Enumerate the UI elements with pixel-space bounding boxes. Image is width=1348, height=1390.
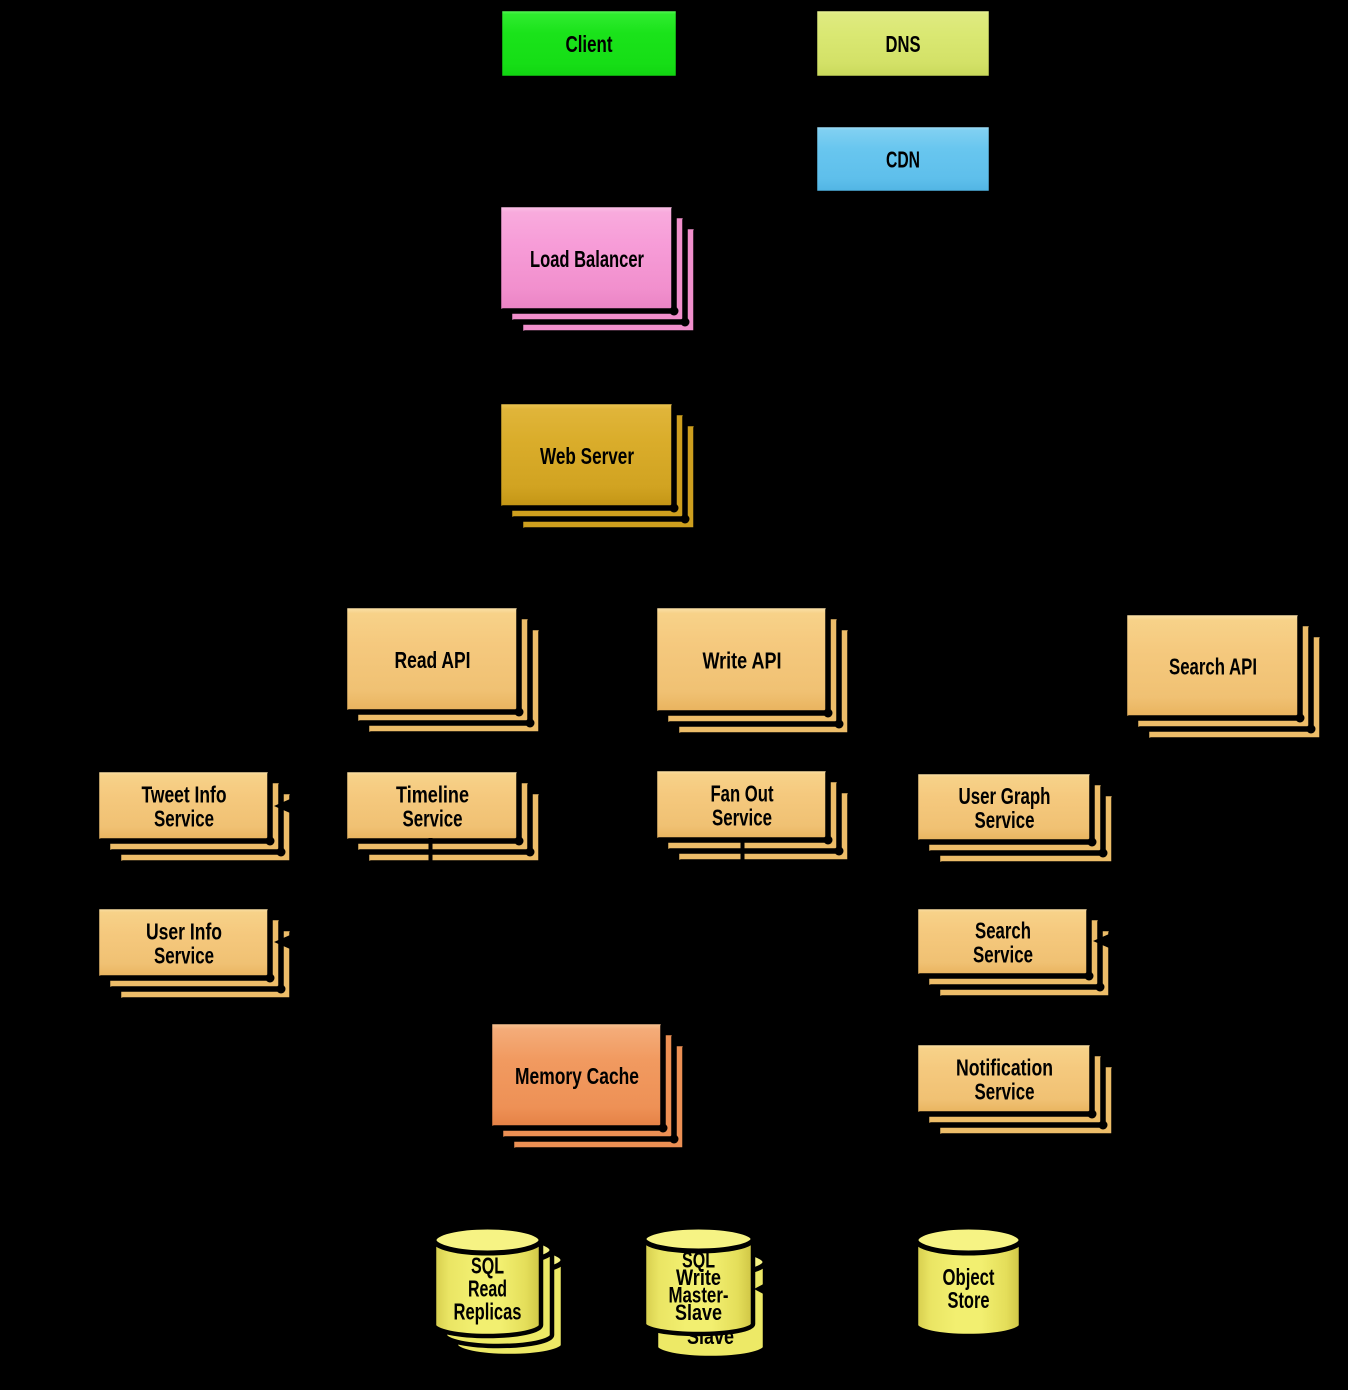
- svg-text:CDN: CDN: [886, 146, 920, 172]
- svg-text:Load Balancer: Load Balancer: [530, 246, 644, 272]
- svg-text:Write: Write: [676, 1265, 721, 1290]
- svg-text:Client: Client: [566, 31, 613, 57]
- svg-text:Replicas: Replicas: [454, 1298, 522, 1324]
- svg-text:Slave: Slave: [675, 1300, 722, 1325]
- svg-text:Timeline: Timeline: [396, 781, 469, 807]
- svg-text:Read: Read: [468, 1275, 507, 1301]
- svg-text:Service: Service: [403, 805, 463, 831]
- svg-text:Service: Service: [975, 1078, 1035, 1104]
- svg-text:Master-: Master-: [669, 1283, 729, 1308]
- svg-text:Service: Service: [712, 804, 772, 830]
- svg-text:Object: Object: [943, 1264, 995, 1290]
- svg-text:Web Server: Web Server: [540, 443, 634, 469]
- svg-text:User Graph: User Graph: [959, 783, 1051, 809]
- svg-text:Memory Cache: Memory Cache: [515, 1063, 639, 1089]
- svg-text:Service: Service: [975, 807, 1035, 833]
- svg-text:DNS: DNS: [886, 31, 921, 57]
- svg-text:SQL: SQL: [471, 1252, 504, 1278]
- svg-text:Read API: Read API: [395, 647, 471, 673]
- svg-text:Write API: Write API: [703, 647, 782, 673]
- svg-text:Tweet Info: Tweet Info: [142, 781, 227, 807]
- svg-text:User Info: User Info: [146, 918, 222, 944]
- svg-text:Service: Service: [973, 941, 1033, 967]
- svg-text:Notification: Notification: [956, 1054, 1053, 1080]
- svg-text:SQL: SQL: [682, 1248, 715, 1273]
- svg-text:Search API: Search API: [1169, 653, 1257, 679]
- svg-text:Search: Search: [975, 917, 1031, 943]
- svg-text:Store: Store: [948, 1287, 990, 1313]
- svg-text:Service: Service: [154, 942, 214, 968]
- svg-text:Service: Service: [154, 805, 214, 831]
- svg-text:Fan Out: Fan Out: [711, 780, 774, 806]
